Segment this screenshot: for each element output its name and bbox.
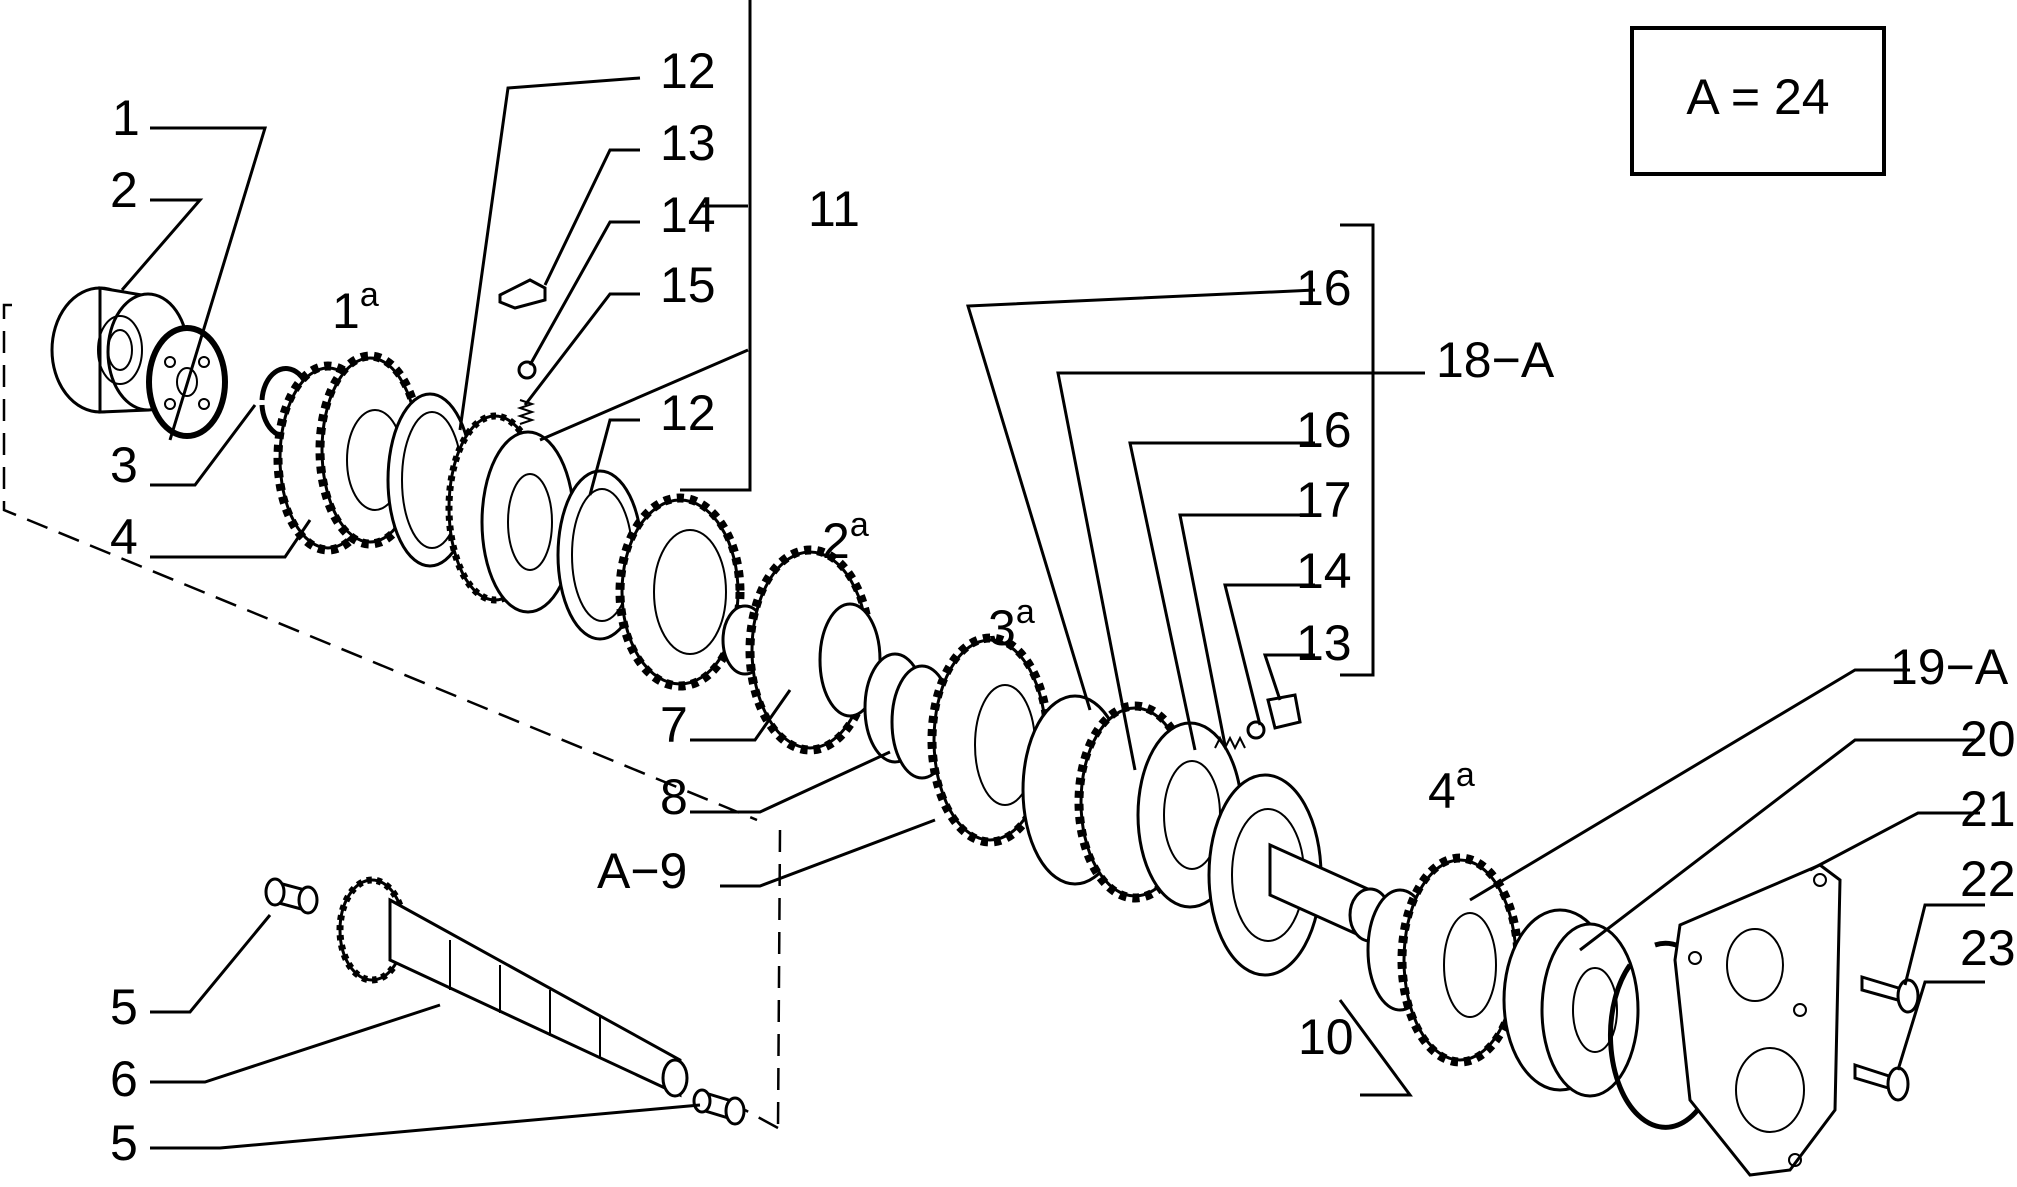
gear-mark-4: 4a [1428, 756, 1475, 819]
callout-10: 10 [1298, 1009, 1354, 1065]
callout-16-lower: 16 [1296, 402, 1352, 458]
callout-14-lower: 14 [1296, 543, 1352, 599]
callout-12-lower: 12 [660, 385, 716, 441]
legend-box: A = 24 [1630, 26, 1886, 176]
pad-part-13-upper [498, 278, 547, 310]
callout-16-upper: 16 [1296, 260, 1352, 316]
spring-part-17 [1214, 735, 1246, 751]
callout-22: 22 [1960, 851, 2016, 907]
callout-5-upper: 5 [110, 979, 138, 1035]
screw-part-5-lower [692, 1088, 746, 1126]
callout-13-upper: 13 [660, 115, 716, 171]
pad-part-13-lower [1266, 693, 1302, 730]
first-gear [273, 351, 425, 555]
spring-part-15 [516, 399, 536, 425]
second-gear [745, 545, 882, 755]
callout-labels: 1 2 3 4 12 13 14 15 12 11 7 8 A−9 16 18−… [110, 43, 2016, 1171]
callout-6: 6 [110, 1051, 138, 1107]
bolt-part-22 [1860, 974, 1920, 1014]
screw-part-5-upper [264, 877, 319, 915]
callout-3: 3 [110, 437, 138, 493]
synchro-hub [615, 493, 745, 691]
callout-23: 23 [1960, 920, 2016, 976]
plate-part-21 [1673, 863, 1842, 1177]
callout-12-upper: 12 [660, 43, 716, 99]
callout-7: 7 [660, 697, 688, 753]
callout-14-upper: 14 [660, 187, 716, 243]
callout-8: 8 [660, 769, 688, 825]
bearing-part-19 [1502, 908, 1640, 1098]
callout-11: 11 [808, 181, 860, 237]
ball-part-14-lower [1246, 720, 1266, 740]
callout-5-lower: 5 [110, 1115, 138, 1171]
gear-mark-3: 3a [988, 593, 1035, 656]
gear-marks: 1a 2a 3a 4a [332, 276, 1475, 819]
gear-mark-1: 1a [332, 276, 379, 339]
countershaft-part-6 [336, 876, 689, 1098]
callout-4: 4 [110, 509, 138, 565]
synchro-assembly-3-4 [1021, 694, 1323, 977]
callout-2: 2 [110, 162, 138, 218]
callout-15: 15 [660, 257, 716, 313]
callout-20: 20 [1960, 711, 2016, 767]
callout-17: 17 [1296, 472, 1352, 528]
synchro-sleeve-part-11 [445, 412, 576, 614]
bolt-part-23 [1853, 1062, 1910, 1102]
callout-21: 21 [1960, 781, 2016, 837]
callout-1: 1 [112, 90, 140, 146]
fourth-gear [1366, 853, 1523, 1067]
ball-part-14-upper [517, 360, 537, 380]
callout-A-9: A−9 [597, 843, 687, 899]
leader-lines [120, 0, 1985, 1150]
callout-18-A: 18−A [1436, 332, 1555, 388]
callout-13-lower: 13 [1296, 615, 1352, 671]
gear-mark-2: 2a [822, 506, 869, 569]
callout-19-A: 19−A [1890, 639, 2009, 695]
legend-text: A = 24 [1686, 69, 1829, 125]
